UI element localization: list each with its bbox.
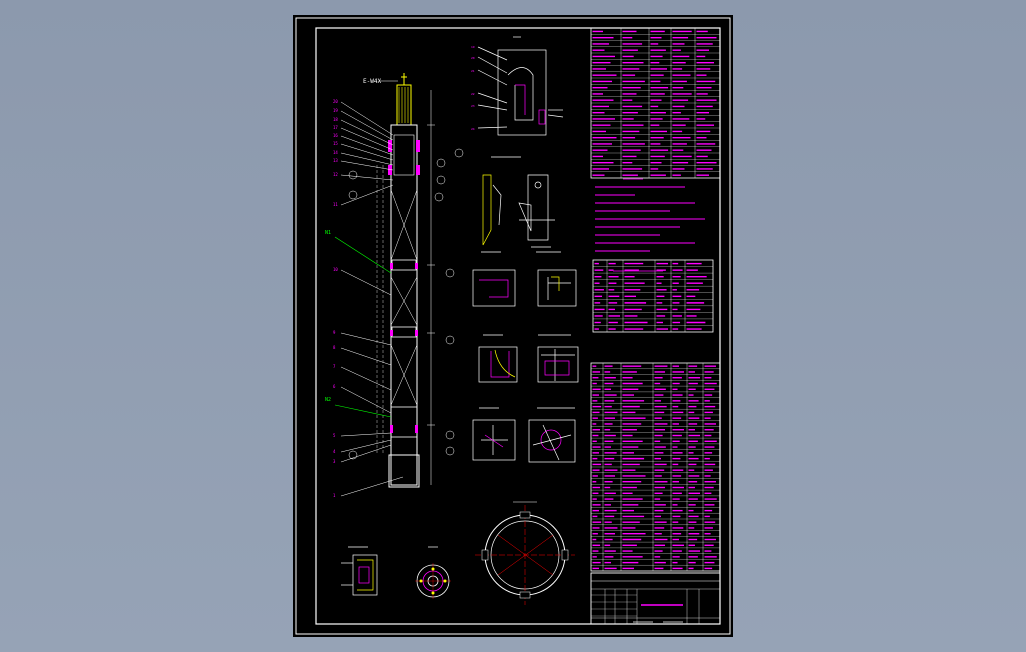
svg-text:5: 5: [333, 433, 336, 438]
technical-tables: [590, 27, 721, 625]
green-callouts: N1 N2: [325, 230, 392, 418]
svg-text:15: 15: [333, 141, 338, 146]
svg-text:12: 12: [333, 172, 338, 177]
svg-text:20: 20: [333, 99, 338, 104]
title-block: [590, 572, 721, 625]
svg-text:23: 23: [471, 104, 475, 108]
outer-border: [295, 17, 731, 635]
svg-text:7: 7: [333, 364, 336, 369]
leaders-left: [340, 101, 404, 497]
leader-numbers-left: 20 19 18 17 16 15 14 13 12 11 10 9 8 7 6 5 4 3 1: [333, 99, 338, 498]
support-ring-plan: [475, 501, 575, 605]
svg-text:19: 19: [471, 45, 475, 49]
svg-text:6: 6: [333, 384, 336, 389]
svg-text:16: 16: [333, 133, 338, 138]
nozzle-bubbles-right: [348, 148, 464, 460]
parts-list-table: [590, 362, 721, 572]
nozzle-table: [592, 259, 714, 333]
design-data-table: [590, 27, 721, 179]
svg-text:14: 14: [333, 150, 338, 155]
svg-text:22: 22: [471, 92, 475, 96]
flange-plan-view: [415, 546, 451, 599]
technical-notes: [595, 178, 705, 272]
svg-text:8: 8: [333, 345, 336, 350]
svg-text:4: 4: [333, 449, 336, 454]
callout-n1: N1: [325, 230, 331, 236]
inner-border: [315, 27, 721, 625]
drawing-sheet: E-W4X: [293, 15, 733, 637]
svg-text:24: 24: [471, 127, 475, 131]
callout-n2: N2: [325, 397, 331, 403]
column-tag-label: E-W4X: [363, 78, 381, 85]
nozzle-section-view: [341, 546, 378, 596]
svg-text:9: 9: [333, 330, 336, 335]
detail-numbers: 19 20 21 22 23 24: [471, 45, 475, 131]
svg-text:20: 20: [471, 56, 475, 60]
svg-text:17: 17: [333, 125, 338, 130]
drawing-canvas: E-W4X: [295, 17, 731, 635]
detail-views: [472, 36, 579, 463]
svg-text:10: 10: [333, 267, 338, 272]
svg-text:21: 21: [471, 69, 475, 73]
svg-text:11: 11: [333, 202, 338, 207]
svg-text:19: 19: [333, 108, 338, 113]
svg-text:13: 13: [333, 158, 338, 163]
svg-text:18: 18: [333, 117, 338, 122]
column-elevation: E-W4X: [363, 73, 435, 488]
svg-text:1: 1: [333, 493, 336, 498]
svg-text:3: 3: [333, 459, 336, 464]
